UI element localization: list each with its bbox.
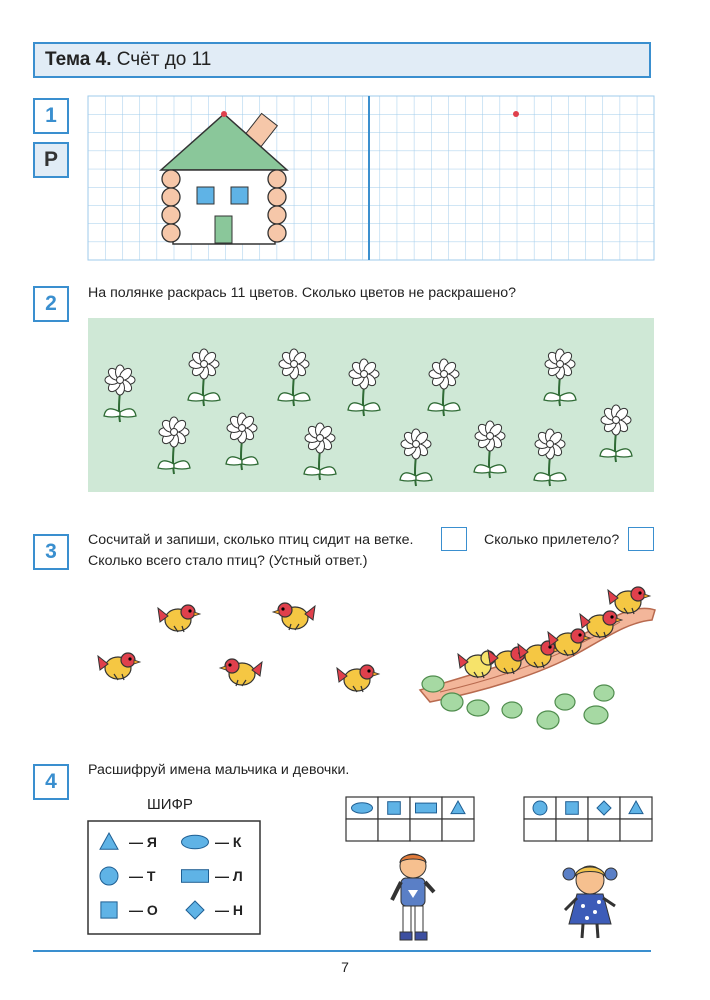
task-number-3: 3 bbox=[33, 534, 69, 570]
flying-bird bbox=[218, 658, 263, 687]
flower[interactable] bbox=[399, 428, 433, 487]
cipher-letter: — Я bbox=[129, 834, 157, 850]
answer-cell[interactable] bbox=[409, 818, 443, 842]
flower[interactable] bbox=[543, 348, 577, 407]
cipher-letter: — О bbox=[129, 902, 158, 918]
boy-code-table[interactable] bbox=[345, 796, 476, 845]
flower[interactable] bbox=[277, 348, 311, 407]
task1-grid[interactable] bbox=[87, 95, 655, 261]
house-drawing bbox=[159, 111, 289, 245]
cipher-entry-square: — О bbox=[100, 901, 158, 919]
answer-cell[interactable] bbox=[555, 818, 589, 842]
tree-branch bbox=[418, 607, 656, 730]
flower[interactable] bbox=[225, 412, 259, 471]
flower[interactable] bbox=[303, 422, 337, 481]
flower[interactable] bbox=[187, 348, 221, 407]
meadow-panel bbox=[88, 318, 654, 492]
flying-bird bbox=[336, 664, 381, 693]
cipher-entry-rectangle: — Л bbox=[181, 868, 243, 884]
answer-box-on-branch[interactable] bbox=[441, 527, 467, 551]
task4-text: Расшифруй имена мальчика и девочки. bbox=[88, 762, 350, 778]
task3-text-line1b: Сколько прилетело? bbox=[484, 532, 620, 548]
task-badge-r: Р bbox=[33, 142, 69, 178]
cipher-entry-diamond: — Н bbox=[185, 900, 243, 920]
cipher-entry-circle: — Т bbox=[99, 866, 156, 886]
topic-header: Тема 4. Счёт до 11 bbox=[33, 42, 651, 78]
perched-bird bbox=[517, 640, 562, 669]
house-door bbox=[214, 215, 233, 244]
house-window-left bbox=[196, 186, 215, 205]
flower[interactable] bbox=[533, 428, 567, 487]
girl-code-table[interactable] bbox=[523, 796, 654, 845]
answer-box-flew-in[interactable] bbox=[628, 527, 654, 551]
start-dot-left bbox=[221, 111, 227, 117]
answer-cell[interactable] bbox=[587, 818, 621, 842]
cipher-letter: — К bbox=[215, 834, 242, 850]
perched-bird bbox=[607, 586, 652, 615]
cipher-entry-ellipse: — К bbox=[181, 834, 242, 850]
cipher-title: ШИФР bbox=[147, 796, 193, 813]
task2-text: На полянке раскрась 11 цветов. Сколько ц… bbox=[88, 285, 516, 301]
footer-rule bbox=[33, 950, 651, 952]
topic-title: Счёт до 11 bbox=[116, 49, 212, 70]
flying-bird bbox=[271, 602, 316, 631]
cipher-letter: — Т bbox=[129, 868, 156, 884]
flower[interactable] bbox=[347, 358, 381, 417]
house-logs bbox=[161, 169, 287, 243]
task3-text-line1: Сосчитай и запиши, сколько птиц сидит на… bbox=[88, 532, 414, 548]
branch-leaves bbox=[421, 675, 615, 730]
page-number: 7 bbox=[341, 959, 349, 975]
birds-scene bbox=[97, 586, 656, 730]
answer-cell[interactable] bbox=[345, 818, 379, 842]
flower[interactable] bbox=[157, 416, 191, 475]
flying-bird bbox=[157, 604, 202, 633]
task-number-2: 2 bbox=[33, 286, 69, 322]
answer-cell[interactable] bbox=[441, 818, 475, 842]
girl-illustration bbox=[562, 865, 618, 939]
answer-cell[interactable] bbox=[377, 818, 411, 842]
task-number-1: 1 bbox=[33, 98, 69, 134]
perched-bird bbox=[547, 628, 592, 657]
topic-label: Тема 4. bbox=[45, 49, 112, 70]
task3-text-line2: Сколько всего стало птиц? (Устный ответ.… bbox=[88, 553, 368, 569]
perched-bird bbox=[579, 610, 624, 639]
cipher-letter: — Л bbox=[215, 868, 243, 884]
cipher-letter: — Н bbox=[215, 902, 243, 918]
boy-illustration bbox=[390, 853, 436, 941]
task-number-4: 4 bbox=[33, 764, 69, 800]
flowers-group bbox=[103, 348, 633, 487]
start-dot-right[interactable] bbox=[513, 111, 519, 117]
birds-group bbox=[97, 586, 652, 693]
cipher-legend: — Я — К — Т — Л — О — Н bbox=[87, 820, 261, 935]
house-window-right bbox=[230, 186, 249, 205]
flower[interactable] bbox=[599, 404, 633, 463]
flower[interactable] bbox=[473, 420, 507, 479]
flower[interactable] bbox=[427, 358, 461, 417]
answer-cell[interactable] bbox=[523, 818, 557, 842]
flower[interactable] bbox=[103, 364, 137, 423]
flying-bird bbox=[97, 652, 142, 681]
cipher-entry-triangle: — Я bbox=[99, 831, 157, 850]
answer-cell[interactable] bbox=[619, 818, 653, 842]
